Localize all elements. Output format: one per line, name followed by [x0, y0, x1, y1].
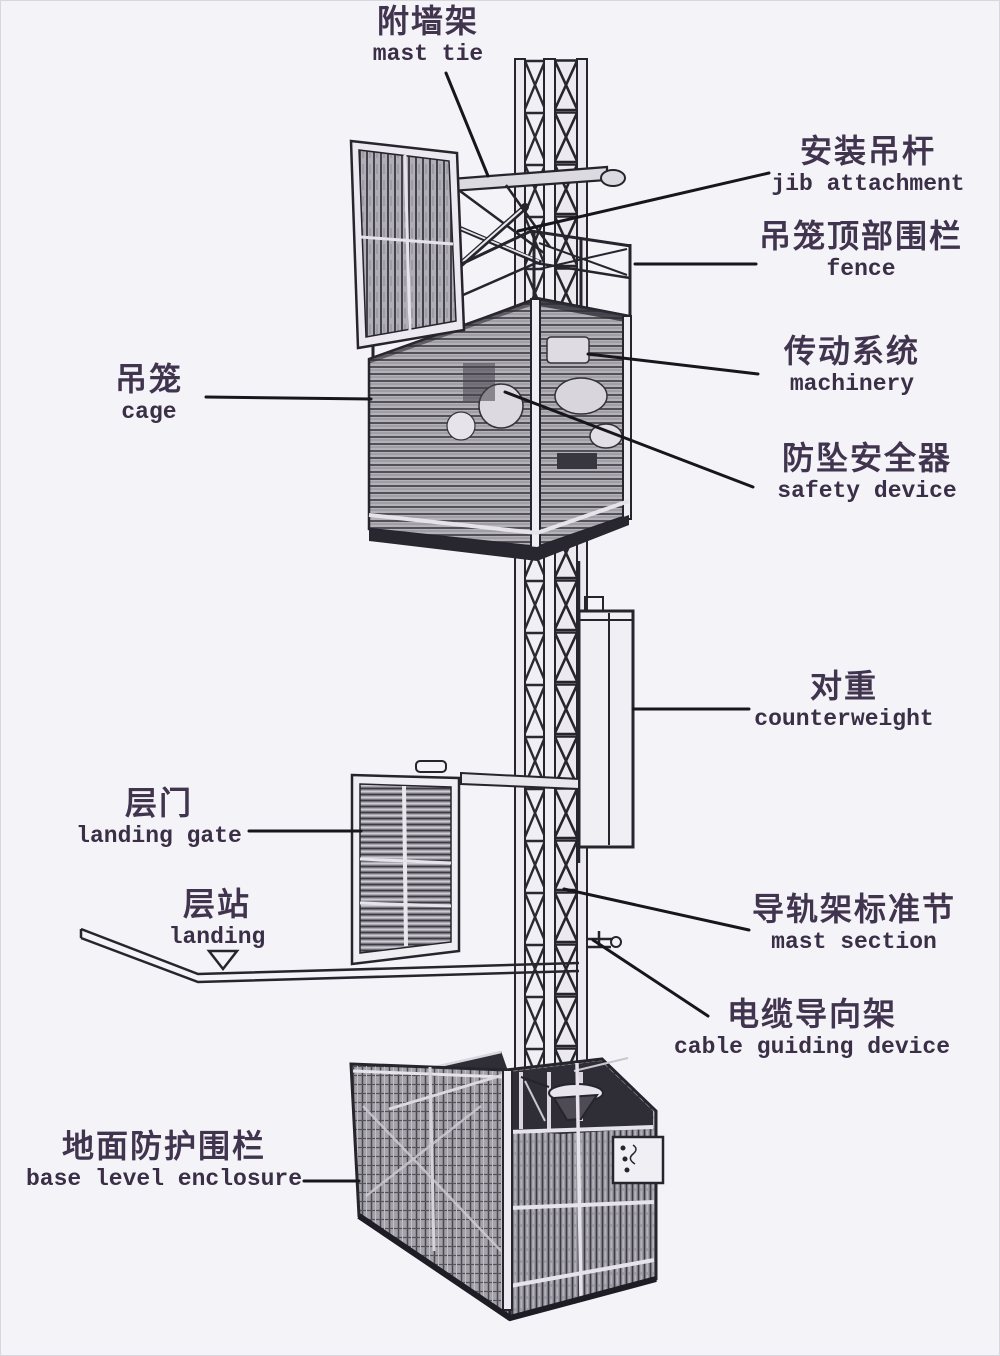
label-safety-device-en: safety device [777, 477, 957, 504]
label-base-level-enclosure-zh: 地面防护围栏 [61, 1127, 267, 1165]
label-mast-tie-en: mast tie [372, 40, 484, 67]
label-jib-attachment-zh: 安装吊杆 [799, 132, 937, 170]
label-jib-attachment: 安装吊杆 jib attachment [771, 132, 965, 197]
leader-mast-section [562, 887, 751, 932]
label-base-level-enclosure: 地面防护围栏 base level enclosure [25, 1127, 303, 1192]
label-counterweight-zh: 对重 [809, 667, 878, 705]
cage-machinery [446, 336, 623, 469]
leader-safety-device [503, 390, 755, 489]
leader-jib-attachment [516, 171, 771, 233]
leader-mast-tie [444, 71, 490, 178]
label-mast-section-en: mast section [771, 928, 937, 955]
label-safety-device-zh: 防坠安全器 [781, 439, 952, 477]
label-cable-guiding-device-zh: 电缆导向架 [726, 995, 898, 1033]
label-cable-guiding-device-en: cable guiding device [673, 1033, 951, 1060]
leader-machinery [586, 352, 760, 376]
label-jib-attachment-en: jib attachment [771, 170, 965, 197]
label-landing-gate: 层门 landing gate [76, 784, 242, 849]
label-mast-tie: 附墙架 mast tie [372, 2, 484, 67]
label-cage-en: cage [121, 398, 177, 425]
label-safety-device: 防坠安全器 safety device [777, 439, 957, 504]
landing-ramp [79, 927, 580, 984]
base-enclosure [349, 1050, 665, 1322]
label-cage: 吊笼 cage [114, 360, 184, 425]
label-fence: 吊笼顶部围栏 fence [758, 217, 964, 282]
landing-gate-panel [350, 760, 580, 966]
label-machinery: 传动系统 machinery [783, 332, 921, 397]
label-counterweight: 对重 counterweight [754, 667, 934, 732]
label-machinery-en: machinery [789, 370, 915, 397]
label-landing-zh: 层站 [182, 885, 251, 923]
top-wall-panel [349, 139, 466, 350]
leader-cable-guiding-device [591, 938, 710, 1018]
level-marker-icon [206, 949, 240, 972]
label-mast-tie-zh: 附墙架 [376, 2, 480, 40]
control-box [611, 1135, 665, 1185]
label-landing: 层站 landing [168, 885, 266, 950]
label-fence-zh: 吊笼顶部围栏 [758, 217, 964, 255]
label-landing-en: landing [168, 923, 266, 950]
label-cage-zh: 吊笼 [114, 360, 184, 398]
label-counterweight-en: counterweight [754, 705, 934, 732]
label-landing-gate-zh: 层门 [124, 784, 194, 822]
leader-cage [204, 395, 373, 401]
label-base-level-enclosure-en: base level enclosure [25, 1165, 303, 1192]
label-mast-section-zh: 导轨架标准节 [751, 890, 957, 928]
label-machinery-zh: 传动系统 [783, 332, 921, 370]
counterweight-box [577, 561, 635, 863]
label-cable-guiding-device: 电缆导向架 cable guiding device [673, 995, 951, 1060]
label-fence-en: fence [826, 255, 896, 282]
label-mast-section: 导轨架标准节 mast section [751, 890, 957, 955]
leader-lines [204, 71, 771, 1183]
label-landing-gate-en: landing gate [76, 822, 242, 849]
